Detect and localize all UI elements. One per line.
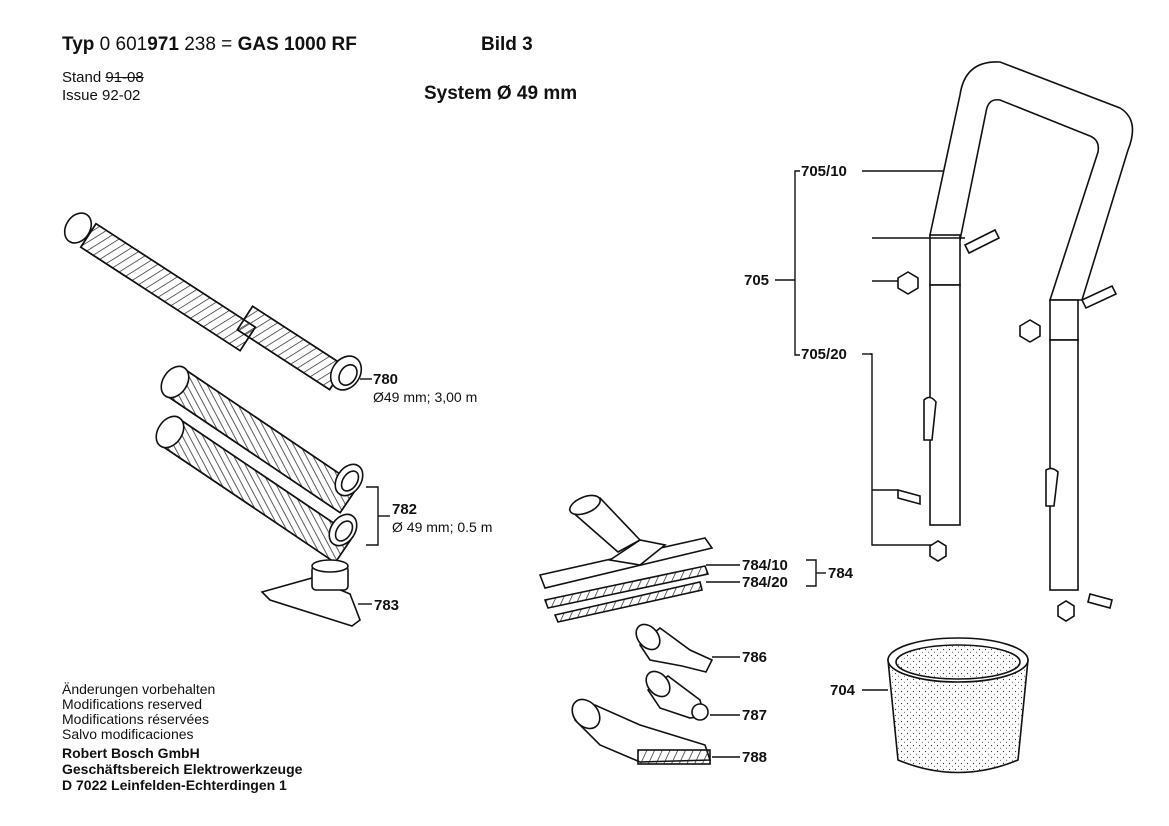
part-782-spec: Ø 49 mm; 0.5 m [392,519,493,535]
stand-value: 91-08 [105,69,144,86]
footer-line-de: Änderungen vorbehalten [62,681,216,697]
stand-label: Stand [62,69,102,86]
footer-line-fr: Modifications réservées [62,711,210,727]
part-788-number: 788 [742,749,768,766]
typ-suffix: 238 [184,34,216,55]
part-780-spec: Ø49 mm; 3,00 m [373,389,478,405]
part-783-number: 783 [374,597,400,614]
type-heading: Typ 0 601971 238 = GAS 1000 RF [62,35,357,54]
part-704-number: 704 [830,682,856,699]
nozzle-786-drawing [635,623,714,673]
bild-label: Bild 3 [481,34,533,55]
nozzle-783-drawing [260,559,361,627]
part-705-number: 705 [744,272,770,289]
part-705-10-number: 705/10 [801,163,847,180]
footer-line-en: Modifications reserved [62,696,203,712]
part-784-number: 784 [828,565,854,582]
issue-label: Issue [62,87,98,104]
part-782-number: 782 [392,501,418,518]
hose-780-drawing [63,212,363,391]
footer-address: D 7022 Leinfelden-Echterdingen 1 [62,777,287,793]
model-name: GAS 1000 RF [237,34,357,55]
part-784-20-number: 784/20 [742,574,788,591]
tubes-782-drawing [155,365,364,564]
part-780-number: 780 [373,371,399,388]
typ-equals: = [221,34,233,55]
stand-line: Stand 91-08 [62,70,144,85]
typ-prefix: 0 601 [99,34,148,55]
part-705-20-number: 705/20 [801,346,847,363]
part-784-10-number: 784/10 [742,557,788,574]
filter-704-drawing [887,637,1029,774]
part-786-number: 786 [742,649,768,666]
system-title: System Ø 49 mm [424,83,578,104]
footer-line-es: Salvo modificaciones [62,726,194,742]
footer-division: Geschäftsbereich Elektrowerkzeuge [62,761,303,777]
typ-mid: 971 [147,34,179,55]
footer-company: Robert Bosch GmbH [62,745,200,761]
floor-tool-784-drawing [538,494,714,623]
nozzle-788-drawing [571,698,712,765]
issue-line: Issue 92-02 [62,88,140,103]
issue-value: 92-02 [102,87,141,104]
typ-label: Typ [62,34,95,55]
part-787-number: 787 [742,707,768,724]
handle-705-drawing [897,61,1134,622]
nozzle-787-drawing [645,670,709,721]
